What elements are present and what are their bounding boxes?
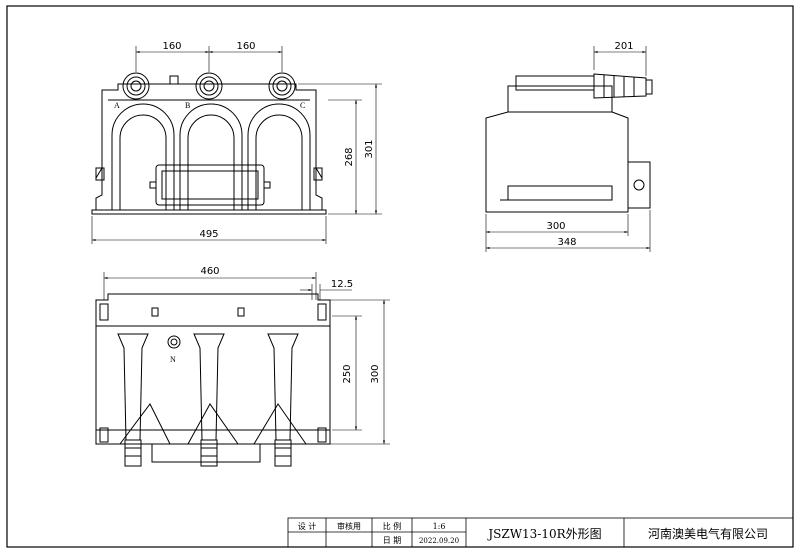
title-design-label: 设 计 bbox=[298, 521, 317, 531]
bushing-c bbox=[267, 333, 299, 467]
winding-b bbox=[179, 103, 243, 210]
phase-label-b: B bbox=[185, 101, 190, 110]
neutral-label: N bbox=[170, 355, 176, 364]
bushing-b bbox=[193, 333, 225, 467]
bottom-dim-width: 460 bbox=[200, 266, 219, 277]
terminal-c bbox=[268, 72, 296, 100]
terminal-a bbox=[122, 72, 150, 100]
side-bracket bbox=[627, 161, 651, 209]
winding-c bbox=[247, 103, 311, 210]
side-body-outline bbox=[485, 85, 629, 213]
bottom-dim-outer: 300 bbox=[370, 364, 381, 383]
side-dim-total: 348 bbox=[557, 237, 576, 248]
bottom-view bbox=[95, 272, 390, 467]
title-date-value: 2022.09.20 bbox=[419, 537, 459, 545]
front-dim-spacing-1: 160 bbox=[162, 41, 181, 52]
terminal-b bbox=[195, 72, 223, 100]
bushing-a bbox=[117, 333, 149, 467]
drawing-title: JSZW13-10R外形图 bbox=[486, 527, 601, 541]
phase-label-c: C bbox=[300, 101, 305, 110]
front-base-plate bbox=[91, 209, 327, 215]
front-dim-height-outer: 301 bbox=[364, 139, 375, 158]
front-dim-height-inner: 268 bbox=[344, 147, 355, 166]
title-block bbox=[287, 517, 794, 548]
bottom-dim-slot: 12.5 bbox=[331, 279, 353, 290]
title-scale-value: 1:6 bbox=[433, 522, 446, 531]
side-bushing-base bbox=[515, 75, 595, 91]
bottom-body-outline bbox=[95, 293, 331, 445]
vent-plug bbox=[169, 75, 179, 85]
side-dim-top: 201 bbox=[614, 41, 633, 52]
title-date-label: 日 期 bbox=[383, 536, 402, 545]
title-design-value: 审核用 bbox=[337, 521, 361, 531]
company-name: 河南澳美电气有限公司 bbox=[648, 526, 768, 541]
front-body-outline bbox=[95, 83, 323, 211]
side-view bbox=[485, 46, 653, 252]
title-scale-label: 比 例 bbox=[383, 521, 402, 531]
side-dim-base: 300 bbox=[546, 221, 565, 232]
front-dim-width: 495 bbox=[199, 229, 218, 240]
side-bushing bbox=[593, 73, 647, 99]
neutral-terminal bbox=[167, 335, 181, 349]
front-view bbox=[91, 46, 382, 244]
phase-label-a: A bbox=[114, 101, 120, 110]
winding-a bbox=[111, 103, 175, 210]
front-dim-spacing-2: 160 bbox=[236, 41, 255, 52]
bottom-dim-inner: 250 bbox=[342, 364, 353, 383]
